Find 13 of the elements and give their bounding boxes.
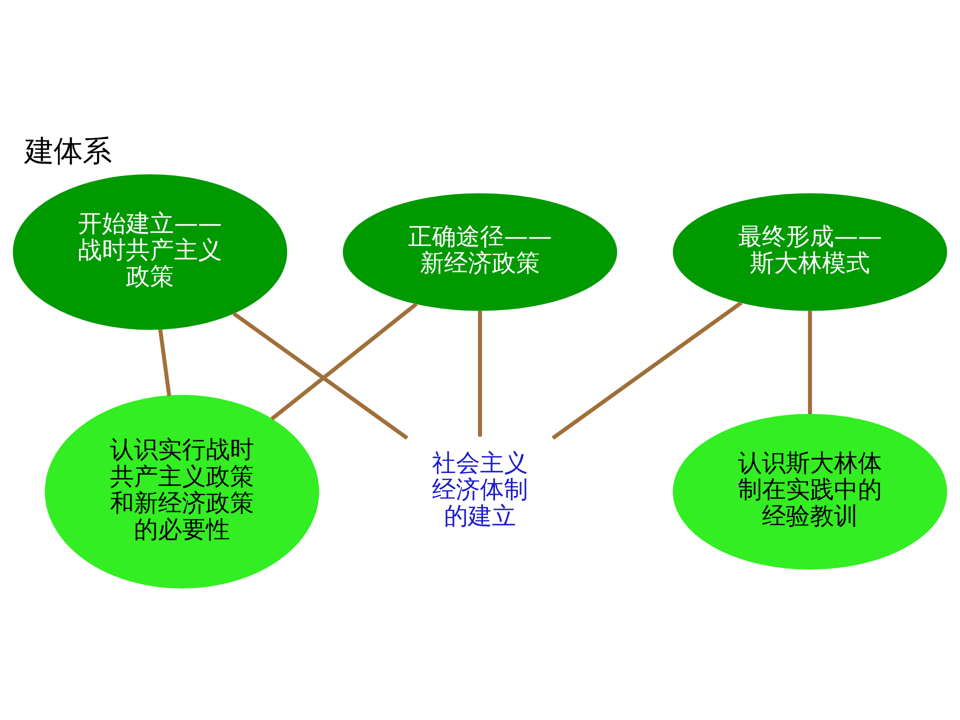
node-text: 社会主义经济体制的建立 [432, 448, 528, 530]
connector [808, 310, 812, 414]
connector [478, 310, 482, 437]
connector [270, 302, 418, 421]
diagram-title: 建体系 [24, 134, 112, 168]
node-ellipse: 认识斯大林体制在实践中的经验教训 [672, 414, 948, 570]
node-ellipse: 开始建立——战时共产主义政策 [12, 174, 288, 330]
connector [232, 312, 408, 440]
node-ellipse: 认识实行战时共产主义政策和新经济政策的必要性 [44, 394, 320, 589]
connector [158, 328, 172, 396]
node-ellipse: 最终形成——斯大林模式 [672, 193, 948, 311]
node-ellipse: 正确途径——新经济政策 [342, 193, 618, 311]
connector [552, 301, 742, 440]
